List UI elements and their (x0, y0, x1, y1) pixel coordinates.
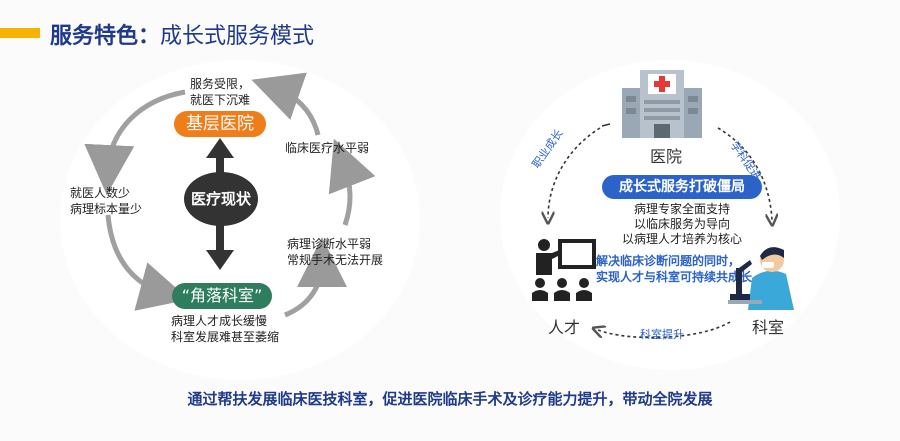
arrow-label-dept-improvement: 科室提升 (640, 328, 684, 341)
page-title-sub: 成长式服务模式 (160, 24, 315, 49)
top-note: 服务受限， 就医下沉难 (184, 76, 256, 108)
right-bottom-note-line-2: 常规手术无法开展 (287, 253, 384, 267)
right-bottom-note: 病理诊断水平弱 常规手术无法开展 (287, 236, 383, 268)
left-note-line-1: 就医人数少 (70, 186, 131, 200)
center-badge-label: 医疗现状 (190, 190, 251, 208)
scientist-microscope-icon (728, 247, 794, 310)
bottom-note-line-2: 科室发展难甚至萎缩 (171, 330, 280, 344)
dept-label: 科室 (752, 318, 785, 337)
page-title: 服务特色：成长式服务模式 (50, 18, 314, 50)
left-note: 就医人数少 病理标本量少 (70, 185, 142, 217)
footer-statement: 通过帮扶发展临床医技科室，促进医院临床手术及诊疗能力提升，带动全院发展 (187, 390, 713, 408)
growth-service-pill: 成长式服务打破僵局 (602, 175, 762, 199)
top-pill-primary-hospital: 基层医院 (174, 111, 266, 137)
highlight-line-1: 解决临床诊断问题的同时， (596, 254, 741, 268)
right-top-note: 临床医疗水平弱 (285, 141, 370, 155)
left-note-line-2: 病理标本量少 (70, 202, 143, 216)
growth-service-points: 病理专家全面支持 以临床服务为导向 以病理人才培养为核心 (592, 202, 772, 247)
hospital-label: 医院 (650, 147, 683, 166)
right-bottom-note-line-1: 病理诊断水平弱 (287, 237, 372, 251)
bottom-note-line-1: 病理人才成长缓慢 (171, 314, 268, 328)
growth-point-1: 病理专家全面支持 (633, 202, 730, 216)
highlight-statement: 解决临床诊断问题的同时， 实现人才与科室可持续共成长 (596, 253, 752, 285)
highlight-line-2: 实现人才与科室可持续共成长 (596, 270, 753, 284)
page-title-main: 服务特色： (50, 24, 161, 49)
talent-label: 人才 (548, 318, 581, 337)
growth-point-2: 以临床服务为导向 (633, 217, 730, 231)
growth-point-3: 以病理人才培养为核心 (621, 232, 742, 246)
bottom-note: 病理人才成长缓慢 科室发展难甚至萎缩 (171, 313, 279, 345)
top-note-line-2: 就医下沉难 (189, 93, 250, 107)
center-badge: 医疗现状 (184, 172, 258, 226)
talent-training-icon (532, 239, 596, 301)
title-accent-bar (0, 28, 40, 38)
top-note-line-1: 服务受限， (189, 77, 250, 91)
bottom-pill-corner-dept: “角落科室” (172, 283, 272, 309)
hospital-icon (622, 70, 702, 138)
